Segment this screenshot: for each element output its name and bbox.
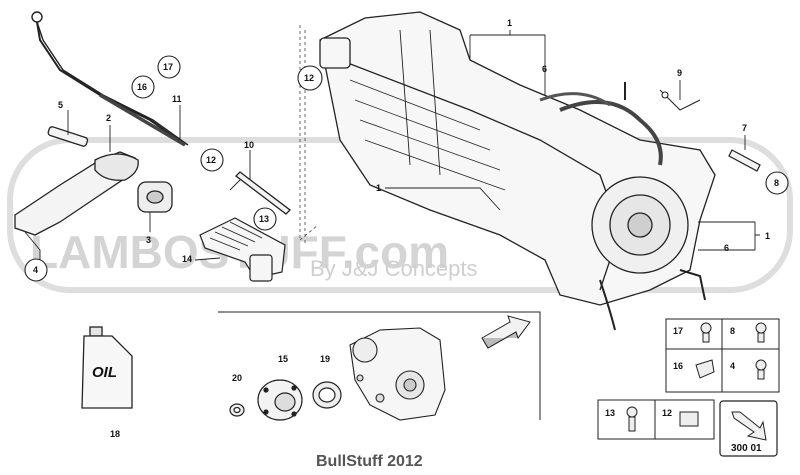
diagram-code-box: 300 01: [719, 400, 778, 457]
callout-1-top: 1: [507, 18, 512, 28]
callout-3: 3: [146, 235, 151, 245]
legend-16: 16: [673, 361, 683, 371]
mount-bracket: [14, 126, 139, 236]
mount-bushing: [137, 181, 173, 213]
callout-17: 17: [163, 62, 173, 72]
callout-5: 5: [58, 100, 63, 110]
callout-10: 10: [244, 140, 254, 150]
rod-part: [235, 171, 291, 215]
watermark-sub-text: By J&J Concepts: [310, 256, 478, 281]
grill-bracket: [199, 217, 286, 282]
callout-14: 14: [182, 254, 192, 264]
callout-16: 16: [137, 82, 147, 92]
footer-credit: BullStuff 2012: [316, 453, 423, 470]
callout-8: 8: [774, 178, 779, 188]
legend-13: 13: [605, 408, 615, 418]
callout-9: 9: [677, 68, 682, 78]
seal-parts: [229, 379, 342, 421]
inset-frame: [218, 311, 541, 420]
transmission-housing: [319, 11, 716, 331]
callout-6-right: 6: [724, 243, 729, 253]
legend-4: 4: [730, 361, 735, 371]
dashed-guide: [299, 25, 319, 245]
callout-1-left: 1: [376, 183, 381, 193]
legend-17: 17: [673, 326, 683, 336]
fastener-legend: [597, 318, 780, 440]
legend-8: 8: [730, 326, 735, 336]
callout-11: 11: [172, 94, 182, 104]
pin-part: [728, 149, 761, 172]
callout-15: 15: [278, 354, 288, 364]
callout-12-top: 12: [304, 73, 314, 83]
inset-gearbox: [349, 327, 446, 421]
callout-13: 13: [259, 214, 269, 224]
sensor-part: [624, 82, 701, 111]
oil-label: OIL: [92, 364, 117, 381]
callout-1-right: 1: [765, 231, 770, 241]
callout-7: 7: [742, 123, 747, 133]
circled-callout-labels: 17 16 12 12 13 4 8: [33, 62, 779, 275]
oil-bottle: OIL: [81, 326, 133, 409]
callout-2: 2: [106, 113, 111, 123]
diagram-code: 300 01: [731, 443, 762, 454]
dipstick-assembly: [31, 11, 189, 147]
callout-20: 20: [232, 373, 242, 383]
direction-arrow: [481, 315, 531, 349]
callout-labels: 1 6 1 1 6 9 7 5 2 11 10 3 14 15 19 20 18: [58, 18, 770, 439]
leader-lines: [24, 30, 760, 265]
callout-6-top: 6: [542, 64, 547, 74]
legend-12: 12: [662, 408, 672, 418]
callout-4: 4: [33, 265, 38, 275]
fastener-legend-labels: 17 8 16 4 13 12: [605, 326, 735, 418]
callout-18: 18: [110, 429, 120, 439]
callout-12-mid: 12: [206, 155, 216, 165]
circled-callouts: [24, 55, 789, 282]
callout-19: 19: [320, 354, 330, 364]
